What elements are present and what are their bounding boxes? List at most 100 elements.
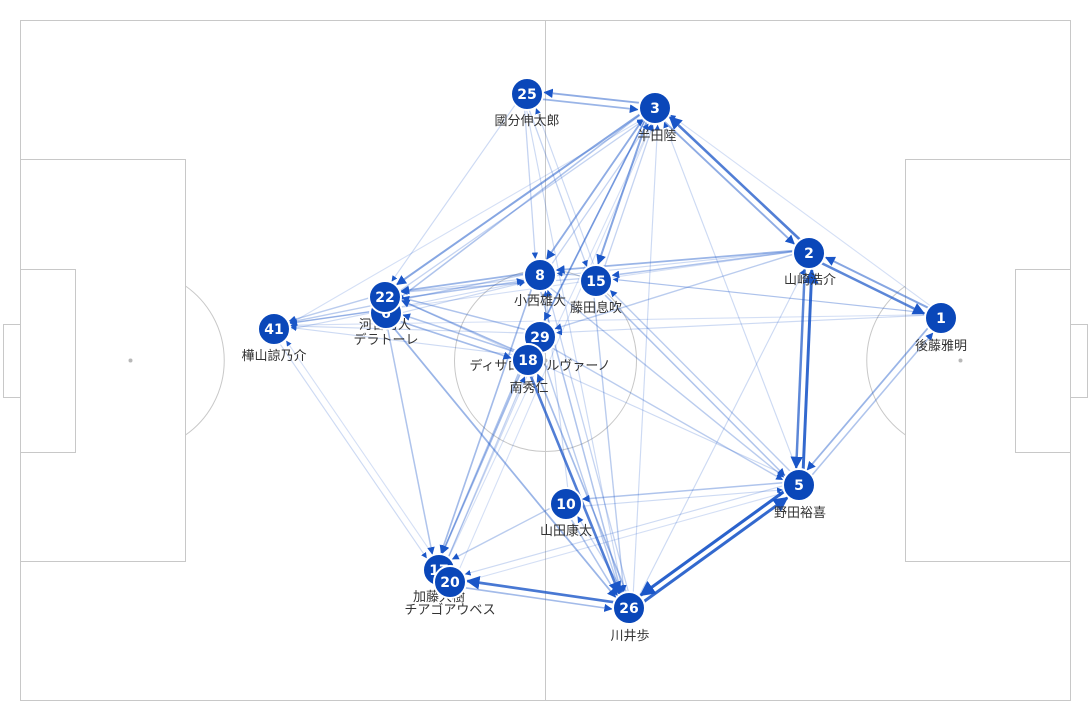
pass-edge-p15-to-p3 [603, 124, 654, 268]
player-circle[interactable] [579, 264, 613, 298]
pass-edge-p1-to-p5 [806, 327, 929, 471]
player-node-3[interactable]: 3 [638, 91, 672, 125]
pass-edge-p29-to-p17 [441, 349, 532, 554]
player-name-26: 川井歩 [610, 629, 649, 644]
player-node-41[interactable]: 41 [257, 312, 291, 346]
pass-edge-p26-to-p3 [632, 124, 661, 593]
pass-edge-p25-to-p26 [526, 110, 625, 593]
pass-edge-p1-to-p3 [670, 114, 931, 307]
player-circle[interactable] [523, 258, 557, 292]
player-circle[interactable] [792, 236, 826, 270]
pass-edge-p6-to-p41 [289, 311, 370, 326]
player-circle[interactable] [638, 91, 672, 125]
player-number: 18 [518, 353, 537, 369]
pass-edge-p10-to-p5 [582, 487, 783, 507]
left-penalty-spot [128, 358, 133, 363]
pass-edge-p3-to-p6 [396, 114, 641, 301]
pass-edge-p26-to-p5 [643, 496, 789, 603]
player-node-1[interactable]: 1 [924, 301, 958, 335]
pass-edge-p15-to-p5 [604, 294, 786, 476]
player-name-1: 後藤雅明 [915, 339, 967, 354]
pass-edge-p3-to-p15 [596, 121, 648, 265]
player-node-5[interactable]: 5 [782, 468, 816, 502]
pass-edge-p26-to-p2 [638, 269, 805, 596]
pass-edge-p25-to-p15 [528, 109, 588, 267]
pass-edge-p3-to-p2 [663, 120, 795, 245]
player-node-15[interactable]: 15 [579, 264, 613, 298]
player-circle[interactable] [924, 301, 958, 335]
player-circle[interactable] [433, 565, 467, 599]
pass-edge-p3-to-p25 [543, 88, 640, 104]
left-penalty-arc [185, 285, 225, 436]
player-node-25[interactable]: 25 [510, 77, 544, 111]
player-name-6: デラトーレ [353, 332, 418, 348]
player-number: 3 [650, 101, 660, 117]
pass-edge-p3-to-p29 [543, 120, 646, 321]
right-goal [1070, 324, 1088, 398]
player-node-22[interactable]: 22 [368, 280, 402, 314]
player-name-10: 山田康太 [540, 523, 592, 539]
player-number: 25 [517, 87, 536, 103]
pass-edge-p2-to-p15 [611, 250, 793, 279]
player-node-8[interactable]: 8 [523, 258, 557, 292]
player-number: 26 [619, 601, 638, 617]
pass-edge-p6-to-p8 [402, 280, 525, 314]
player-node-20[interactable]: 20 [433, 565, 467, 599]
pass-edge-p26-to-p8 [546, 289, 629, 592]
player-name-2: 山崎浩介 [784, 273, 836, 288]
right-goal-area [1015, 269, 1071, 453]
pass-edge-p26-to-p20 [465, 576, 614, 604]
pass-edge-p8-to-p22 [400, 272, 524, 295]
player-circle[interactable] [782, 468, 816, 502]
player-circle[interactable] [549, 487, 583, 521]
player-number: 10 [556, 497, 576, 513]
player-number: 2 [804, 246, 814, 262]
pass-edge-p29-to-p26 [541, 353, 622, 594]
left-goal-area [20, 269, 76, 453]
player-name-3: 半田陸 [637, 128, 676, 144]
player-node-26[interactable]: 26 [612, 591, 646, 625]
pass-edge-p41-to-p17 [279, 343, 427, 559]
right-penalty-spot [958, 358, 963, 363]
pass-edge-p2-to-p3 [668, 116, 801, 241]
pass-edge-p22-to-p17 [383, 313, 435, 555]
pass-edge-p8-to-p17 [439, 288, 533, 554]
player-circle[interactable] [368, 280, 402, 314]
player-circle[interactable] [612, 591, 646, 625]
pass-edge-p18-to-p41 [290, 325, 513, 356]
pass-edge-p5-to-p26 [639, 490, 785, 597]
pass-edge-p17-to-p18 [447, 376, 526, 557]
player-number: 1 [936, 311, 946, 327]
player-circle[interactable] [257, 312, 291, 346]
pass-edge-p26-to-p18 [536, 373, 627, 593]
pass-edge-p6-to-p18 [399, 320, 512, 360]
pass-edge-p5-to-p22 [401, 300, 787, 476]
player-names: 後藤雅明山崎浩介半田陸野田裕喜小西雄大山田康太藤田息吹デラトーレ河合秀人樺山諒乃… [241, 114, 967, 644]
pass-edge-p22-to-p41 [288, 297, 369, 323]
player-name-18: 南秀仁 [509, 380, 548, 396]
player-number: 29 [530, 330, 549, 346]
player-name-15: 藤田息吹 [570, 300, 622, 316]
player-circle[interactable] [511, 343, 545, 377]
player-number: 5 [794, 478, 804, 494]
pass-edge-p29-to-p22 [401, 295, 526, 331]
left-goal [3, 324, 21, 398]
pass-edge-p1-to-p2 [824, 256, 929, 309]
pass-edge-p25-to-p22 [391, 104, 516, 282]
pass-edge-p1-to-p8 [556, 270, 926, 314]
pass-edge-p17-to-p41 [286, 340, 434, 556]
pass-edge-p10-to-p17 [451, 507, 551, 560]
player-name-25: 國分伸太郎 [494, 114, 559, 129]
player-circle[interactable] [510, 77, 544, 111]
pass-edge-p5-to-p1 [811, 332, 934, 476]
pass-edge-p5-to-p15 [610, 290, 791, 472]
pass-edge-p3-to-p8 [546, 118, 644, 260]
pass-edge-p18-to-p17 [441, 373, 520, 554]
pass-edge-p18-to-p6 [402, 313, 515, 353]
right-penalty-area [905, 159, 1071, 562]
player-node-10[interactable]: 10 [549, 487, 583, 521]
player-node-2[interactable]: 2 [792, 236, 826, 270]
player-node-18[interactable]: 18 [511, 343, 545, 377]
